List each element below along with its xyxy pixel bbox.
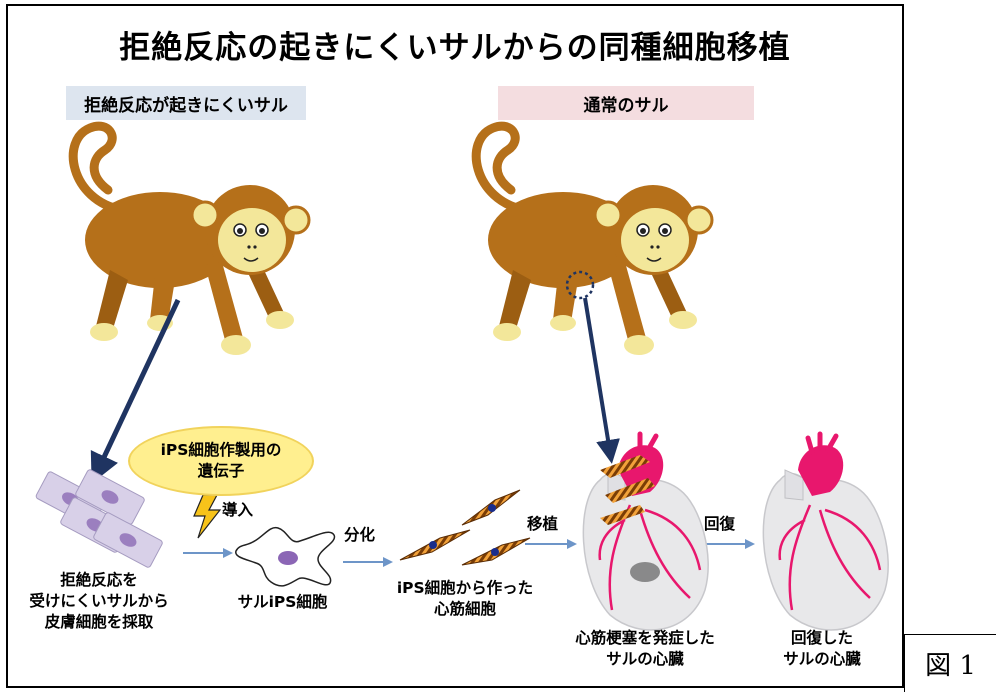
skin-cells-illustration <box>35 469 163 568</box>
arrow-heart-origin <box>583 297 620 464</box>
caption-ips-cell: サルiPS細胞 <box>237 593 328 611</box>
caption-recovered-heart: 回復した サルの心臓 <box>783 629 861 668</box>
ips-cell-illustration <box>235 526 336 587</box>
caption-infarct-heart: 心筋梗塞を発症した サルの心臓 <box>575 629 715 668</box>
infarct-site-marker <box>565 270 595 300</box>
infarct-area <box>630 562 660 582</box>
recovered-heart-illustration <box>762 431 889 631</box>
arrow-skin-sampling <box>90 298 181 484</box>
label-normal-monkey: 通常のサル <box>498 86 754 120</box>
caption-cardiomyocytes: iPS細胞から作った 心筋細胞 <box>396 579 534 618</box>
step-differentiate-label: 分化 <box>344 526 376 544</box>
step-recover-label: 回復 <box>704 515 736 533</box>
caption-skin-cells: 拒絶反応を 受けにくいサルから 皮膚細胞を採取 <box>29 571 169 631</box>
figure-number: 図 1 <box>904 634 996 692</box>
monkey-right-illustration <box>471 121 714 355</box>
step-introduce-label: 導入 <box>222 501 254 519</box>
figure-frame <box>6 4 904 688</box>
cardiomyocytes-illustration <box>399 489 531 566</box>
label-low-rejection-monkey: 拒絶反応が起きにくいサル <box>66 86 306 120</box>
gene-bubble: iPS細胞作製用の 遺伝子 <box>128 426 314 496</box>
infarct-heart-illustration <box>582 431 709 631</box>
step-transplant-label: 移植 <box>527 515 559 533</box>
lightning-icon <box>193 494 222 539</box>
monkey-left-illustration <box>68 121 311 355</box>
diagram-title: 拒絶反応の起きにくいサルからの同種細胞移植 <box>119 30 791 66</box>
